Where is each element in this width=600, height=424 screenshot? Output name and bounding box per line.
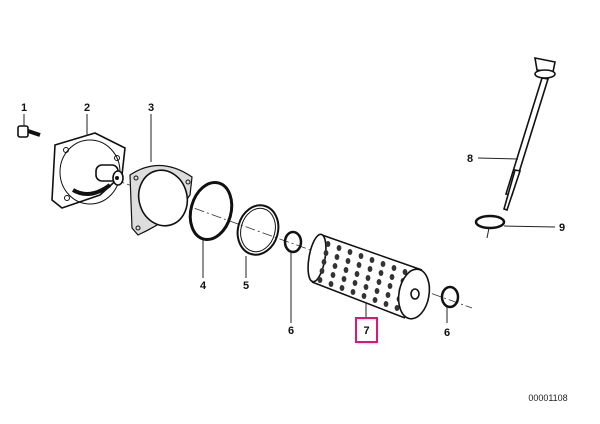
perforation-hole [394,305,400,311]
perforation-hole [383,301,389,307]
perforation-hole [361,293,367,299]
perforation-hole [341,276,347,282]
perforation-hole [347,249,353,255]
perforation-hole [325,241,331,247]
perforation-hole [321,259,327,265]
part-label-9[interactable]: 9 [559,222,565,234]
part-1-bolt[interactable] [17,125,41,138]
perforation-hole [389,274,395,280]
perforation-hole [402,269,408,275]
part-5-ring[interactable] [232,201,284,260]
part-7-oil-filter[interactable] [305,233,433,321]
perforation-hole [369,257,375,263]
perforation-hole [374,288,380,294]
part-label-5[interactable]: 5 [243,280,249,292]
perforation-hole [330,272,336,278]
perforation-hole [380,261,386,267]
part-9-ring[interactable] [474,214,506,230]
part-3-gasket[interactable] [129,164,193,236]
perforation-hole [372,297,378,303]
part-6-ring-2[interactable] [440,285,460,309]
perforation-hole [332,263,338,269]
part-label-4[interactable]: 4 [200,280,207,292]
part-label-2[interactable]: 2 [84,102,90,114]
perforation-hole [336,245,342,251]
part-8-dipstick[interactable] [503,56,556,212]
perforation-hole [345,258,351,264]
perforation-hole [352,280,358,286]
part-label-1[interactable]: 1 [21,102,27,114]
perforation-hole [387,283,393,289]
perforation-hole [343,267,349,273]
part-label-7[interactable]: 7 [363,325,369,337]
perforation-hole [317,277,323,283]
perforation-hole [385,292,391,298]
part-2-cover[interactable] [51,132,126,209]
perforation-hole [328,281,334,287]
perforation-hole [367,266,373,272]
part-6-ring[interactable] [283,230,303,254]
part-label-6[interactable]: 6 [288,325,294,337]
highlight-box [355,317,378,343]
perforation-hole [365,275,371,281]
perforation-hole [334,254,340,260]
perforation-hole [358,253,364,259]
part-4-ring[interactable] [184,178,238,244]
perforation-hole [339,285,345,291]
perforation-hole [376,279,382,285]
perforation-hole [363,284,369,290]
part-label-3[interactable]: 3 [148,102,154,114]
perforation-hole [378,270,384,276]
perforation-hole [350,289,356,295]
perforation-hole [323,250,329,256]
part-label-8[interactable]: 8 [467,153,473,165]
perforation-hole [354,271,360,277]
perforation-hole [319,268,325,274]
diagram-code: 00001108 [528,393,567,403]
part-label-6b[interactable]: 6 [444,327,450,339]
perforation-hole [391,265,397,271]
perforation-hole [356,262,362,268]
